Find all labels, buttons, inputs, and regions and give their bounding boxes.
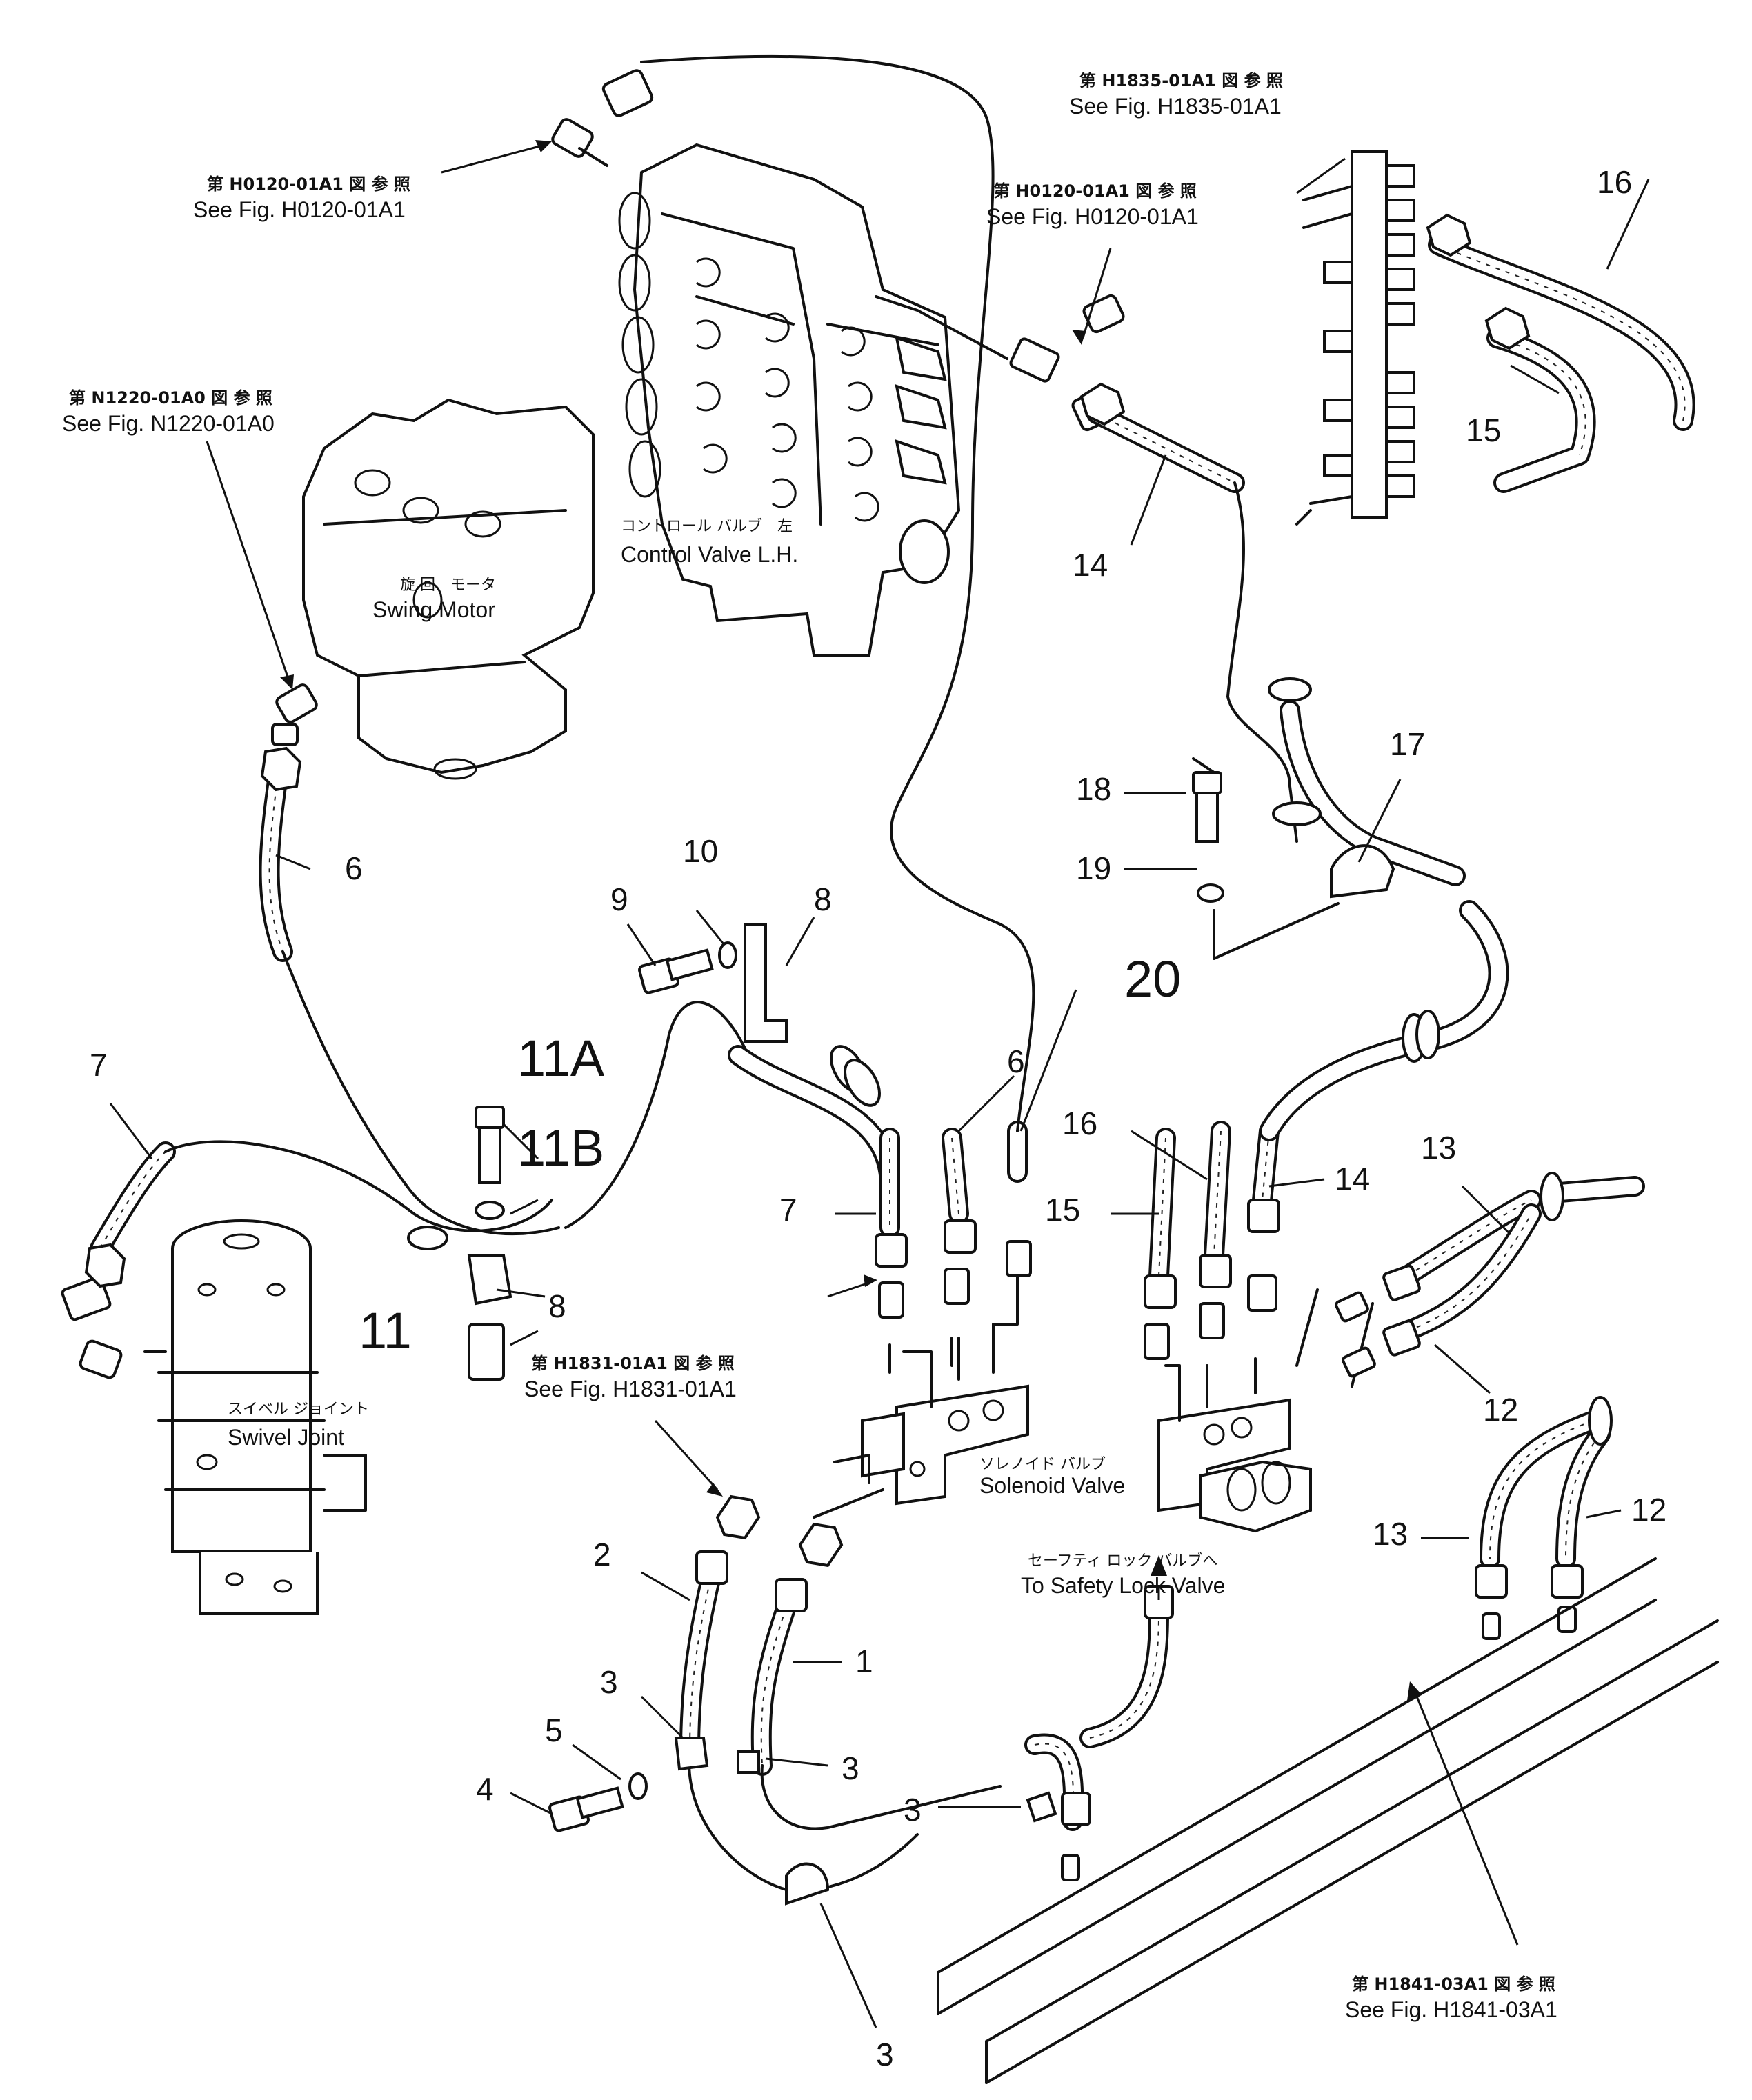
callout-11: 11 bbox=[359, 1302, 412, 1359]
swing-motor-elbow bbox=[275, 683, 318, 723]
swivel-joint-label-jp: スイベル ジョイント bbox=[228, 1401, 369, 1418]
callout-4: 4 bbox=[476, 1771, 494, 1807]
part-callouts: 16 15 14 18 19 17 20 6 10 9 8 11A 11B 11… bbox=[90, 164, 1666, 2072]
hose-fittings bbox=[84, 213, 1584, 1881]
callout-12-bottom: 12 bbox=[1631, 1492, 1666, 1528]
ref-h0120-right-en: See Fig. H0120-01A1 bbox=[986, 204, 1199, 229]
callout-2: 2 bbox=[593, 1537, 611, 1572]
callout-13-top: 13 bbox=[1421, 1130, 1456, 1166]
callout-6-mid: 6 bbox=[1007, 1043, 1025, 1079]
solenoid-valve-left bbox=[861, 1337, 1029, 1506]
control-valve-label-en: Control Valve L.H. bbox=[621, 542, 798, 567]
safety-lock-label-jp: セーフティ ロック バルブへ bbox=[1028, 1552, 1217, 1570]
callout-8-bottom: 8 bbox=[548, 1288, 566, 1324]
swivel-joint: スイベル ジョイント Swivel Joint bbox=[143, 1219, 369, 1615]
callout-8-top: 8 bbox=[814, 881, 832, 917]
swing-motor: 旋 回 モータ Swing Motor bbox=[302, 398, 595, 780]
callout-1: 1 bbox=[855, 1643, 873, 1679]
swivel-fitting-upper bbox=[61, 1276, 112, 1321]
callout-15-mid: 15 bbox=[1045, 1192, 1080, 1228]
callout-17: 17 bbox=[1390, 726, 1425, 762]
safety-lock-label-en: To Safety Lock Valve bbox=[1021, 1573, 1225, 1598]
ref-h1831-jp: 第 H1831-01A1 図 参 照 bbox=[531, 1354, 735, 1373]
ref-h1831-en: See Fig. H1831-01A1 bbox=[524, 1377, 737, 1401]
callout-3-b: 3 bbox=[842, 1750, 859, 1786]
ref-n1220-jp: 第 N1220-01A0 図 参 照 bbox=[69, 388, 272, 408]
callout-15-top: 15 bbox=[1466, 412, 1501, 448]
swing-motor-nut bbox=[271, 723, 299, 746]
callout-16-mid: 16 bbox=[1062, 1106, 1097, 1141]
ref-h0120-left-en: See Fig. H0120-01A1 bbox=[193, 197, 406, 222]
callout-10: 10 bbox=[683, 833, 718, 869]
swing-motor-label-en: Swing Motor bbox=[372, 597, 495, 622]
callout-16-top: 16 bbox=[1597, 164, 1632, 200]
control-valve-label-jp: コントロール バルブ 左 bbox=[621, 518, 793, 535]
callout-3-d: 3 bbox=[876, 2037, 894, 2072]
solenoid-valve-right bbox=[1157, 1357, 1312, 1533]
callout-19: 19 bbox=[1076, 850, 1111, 886]
callout-13-bottom: 13 bbox=[1373, 1516, 1408, 1552]
callout-3-a: 3 bbox=[600, 1664, 618, 1700]
ref-h1835-jp: 第 H1835-01A1 図 参 照 bbox=[1079, 71, 1283, 90]
swivel-joint-label-en: Swivel Joint bbox=[228, 1425, 344, 1450]
callout-6-top: 6 bbox=[345, 850, 363, 886]
callout-7-mid: 7 bbox=[779, 1192, 797, 1228]
leader-lines bbox=[109, 140, 1650, 2028]
ref-h1841-jp: 第 H1841-03A1 図 参 照 bbox=[1352, 1974, 1555, 1994]
callout-3-c: 3 bbox=[904, 1792, 922, 1828]
callout-14-top: 14 bbox=[1073, 547, 1108, 583]
ref-h1835-en: See Fig. H1835-01A1 bbox=[1069, 94, 1282, 119]
frame-rails bbox=[937, 1557, 1719, 2084]
swing-motor-label-jp: 旋 回 モータ bbox=[400, 577, 496, 594]
ref-h0120-left-jp: 第 H0120-01A1 図 参 照 bbox=[207, 174, 410, 194]
ref-n1220-en: See Fig. N1220-01A0 bbox=[62, 411, 275, 436]
solenoid-valve-label-jp: ソレノイド バルブ bbox=[979, 1456, 1106, 1473]
callout-12-top: 12 bbox=[1483, 1392, 1518, 1428]
hose-clamps bbox=[407, 677, 1613, 1446]
swivel-fitting-lower bbox=[79, 1339, 123, 1379]
callout-11B: 11B bbox=[517, 1119, 604, 1177]
callout-5: 5 bbox=[545, 1712, 563, 1748]
control-valve-lh: コントロール バルブ 左 Control Valve L.H. bbox=[618, 143, 1008, 657]
callout-7-left: 7 bbox=[90, 1047, 108, 1083]
callout-14-mid: 14 bbox=[1335, 1161, 1370, 1197]
ref-h1841-en: See Fig. H1841-03A1 bbox=[1345, 1997, 1557, 2022]
small-parts bbox=[467, 771, 1395, 1906]
figure-references: 第 H0120-01A1 図 参 照 See Fig. H0120-01A1 第… bbox=[62, 71, 1557, 2022]
callout-9: 9 bbox=[610, 881, 628, 917]
valve-manifold-h1835 bbox=[1295, 150, 1415, 526]
callout-18: 18 bbox=[1076, 771, 1111, 807]
solenoid-valve-label-en: Solenoid Valve bbox=[979, 1473, 1125, 1498]
callout-20: 20 bbox=[1124, 950, 1181, 1008]
ref-h0120-right-jp: 第 H0120-01A1 図 参 照 bbox=[993, 181, 1197, 201]
callout-11A: 11A bbox=[517, 1030, 605, 1087]
